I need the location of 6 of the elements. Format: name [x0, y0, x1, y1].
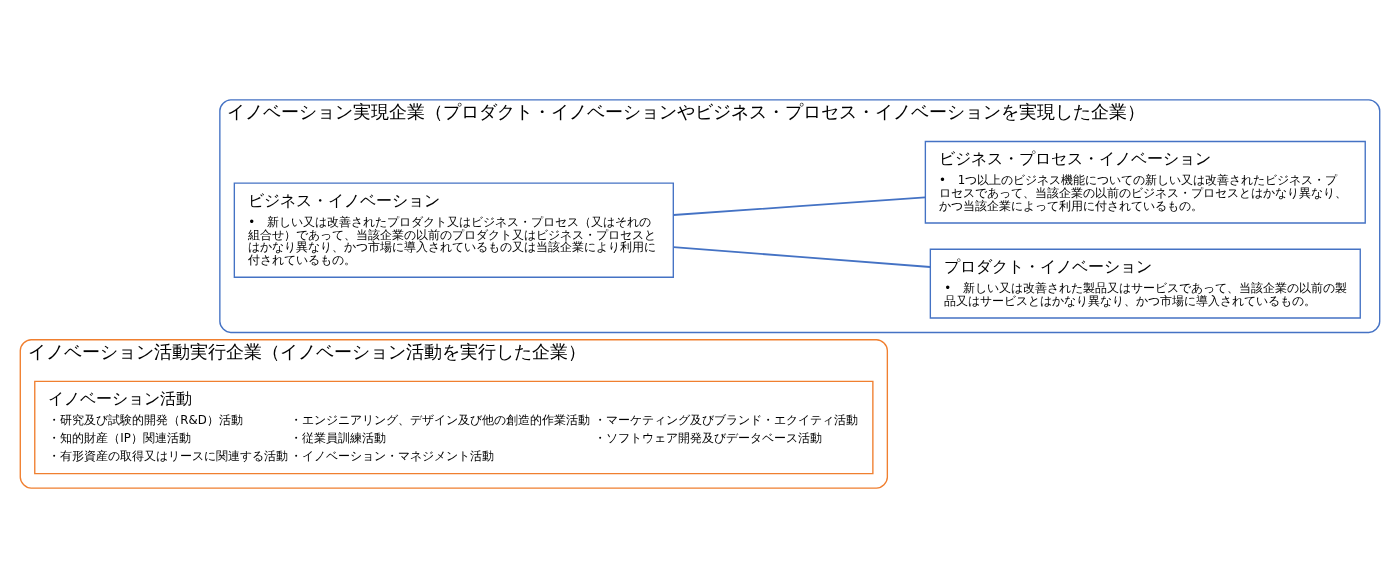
node-box: ビジネス・イノベーション • 新しい又は改善されたプロダクト又はビジネス・プロセス（又はそれの組合せ）であって、当該企業の以前のプロダクト又はビジネス・プロセスとはかなり異なり、かつ市場に導入されているもの又は当該企業により利用に付されているもの。 [233, 181, 674, 278]
node-box: イノベーション活動 ・研究及び試験的開発（R&D）活動 ・エンジニアリング、デザイン及び他の創造的作業活動 ・マーケティング及びブランド・エクイティ活動 ・知的財産（IP）関連活動 ・従業員訓練活動 ・ソフトウェア開発及びデータベース活動 ・有形資産の取得又はリースに関連する活動・イノベーション・マネジメント活動 [34, 380, 874, 474]
node-box: ビジネス・プロセス・イノベーション • 1つ以上のビジネス機能についての新しい又は改善されたビジネス・プロセスであって、当該企業の以前のビジネス・プロセスとはかなり異なり、かつ当該企業によって利用に付されているもの。 [924, 140, 1366, 224]
node-box: プロダクト・イノベーション • 新しい又は改善された製品又はサービスであって、当該企業の以前の製品又はサービスとはかなり異なり、かつ市場に導入されているもの。 [929, 248, 1361, 319]
connector [672, 196, 927, 216]
connector [672, 245, 932, 268]
